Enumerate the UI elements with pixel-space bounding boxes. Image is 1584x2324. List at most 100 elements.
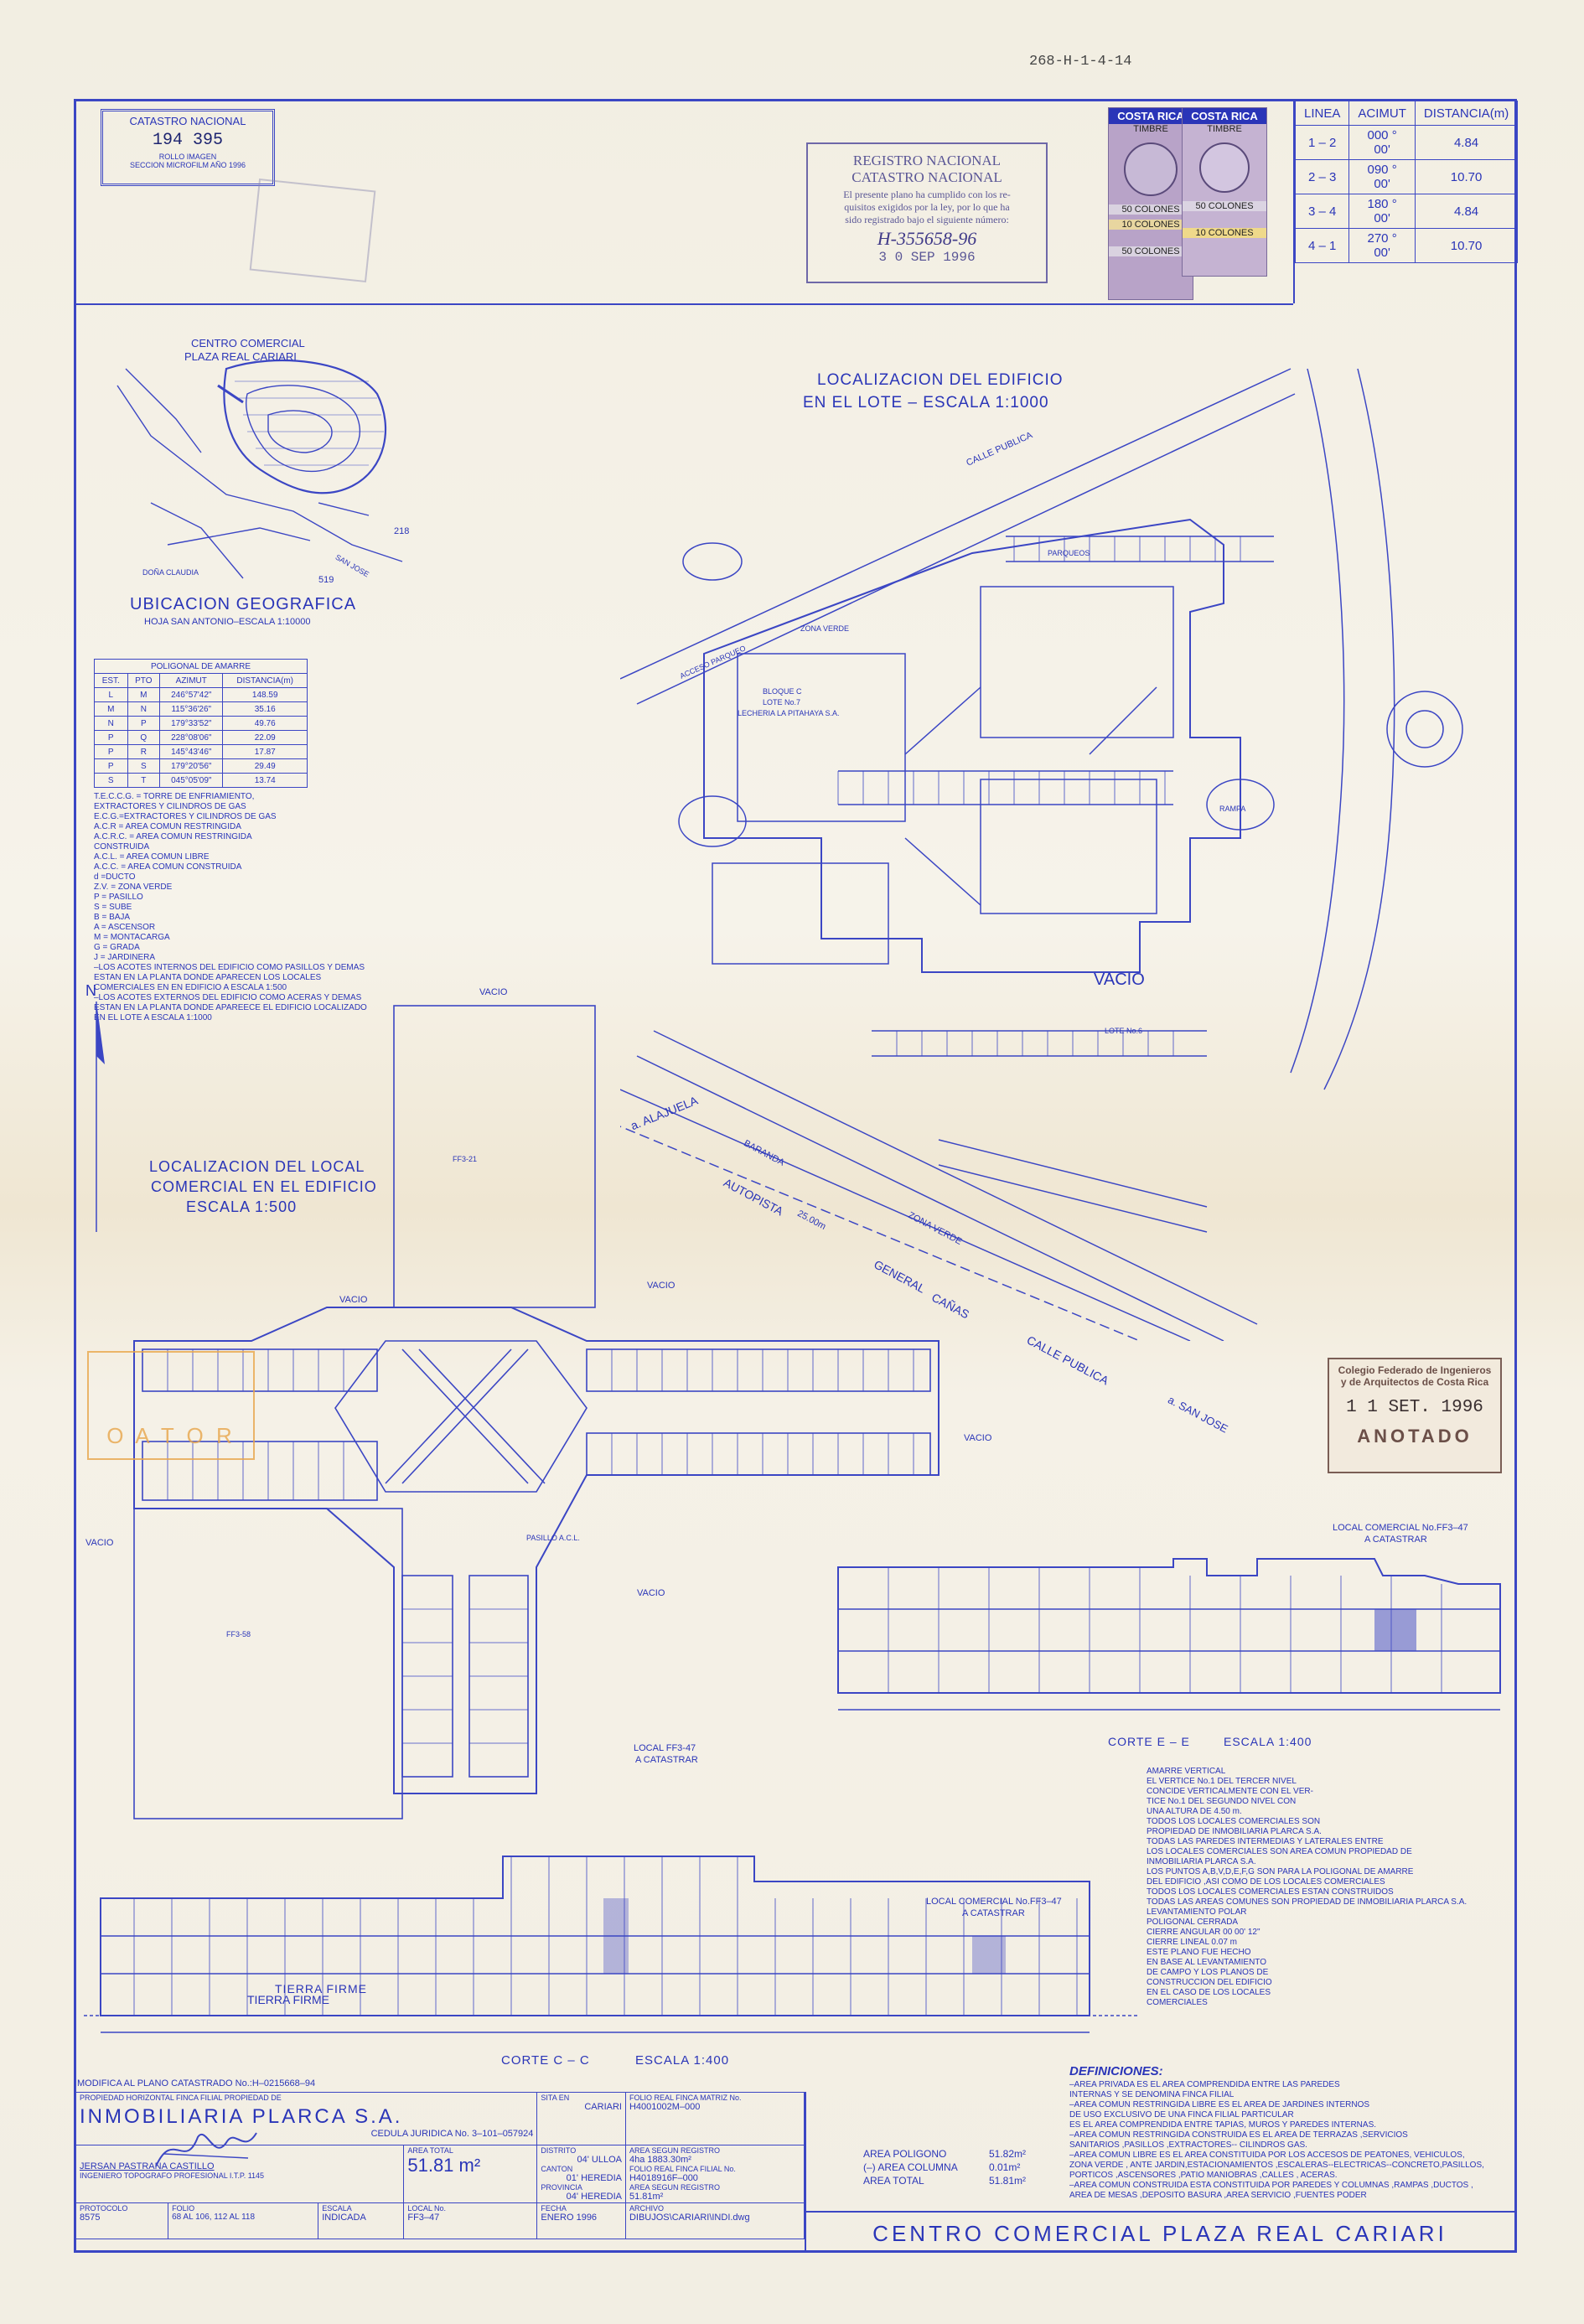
corte-cc-caption: CORTE C – C bbox=[501, 2053, 590, 2068]
corte-ee-caption: CORTE E – E bbox=[1108, 1735, 1190, 1748]
location-map-title2: PLAZA REAL CARIARI bbox=[184, 350, 297, 363]
bearings-cell: 3 – 4 bbox=[1294, 194, 1350, 229]
poligonal-cell: 35.16 bbox=[222, 701, 308, 717]
plan500-tierra: TIERRA FIRME bbox=[247, 1993, 330, 2006]
legend-note: ESTAN EN LA PLANTA DONDE APARECEN LOS LO… bbox=[94, 973, 322, 982]
location-label-218: 218 bbox=[394, 526, 410, 536]
registro-line2: CATASTRO NACIONAL bbox=[852, 169, 1002, 185]
plan500-vacio-6: VACIO bbox=[637, 1588, 665, 1598]
legend-note: EN EL LOTE A ESCALA 1:1000 bbox=[94, 1013, 212, 1022]
location-caption: UBICACION GEOGRAFICA bbox=[130, 595, 357, 613]
poligonal-cell: L bbox=[94, 687, 128, 702]
site-plan-1000 bbox=[620, 368, 1463, 1341]
corte-cc-scale: ESCALA 1:400 bbox=[635, 2053, 730, 2068]
poligonal-cell: 148.59 bbox=[222, 687, 308, 702]
definicion-line: –AREA PRIVADA ES EL AREA COMPRENDIDA ENT… bbox=[1069, 2080, 1340, 2089]
definicion-line: SANITARIOS ,PASILLOS ,EXTRACTORES-- CILI… bbox=[1069, 2140, 1307, 2150]
definicion-line: AREA DE MESAS ,DEPOSITO BASURA ,AREA SER… bbox=[1069, 2191, 1367, 2200]
area-label: AREA TOTAL bbox=[863, 2175, 924, 2187]
top-strip-divider bbox=[1293, 99, 1295, 303]
poligonal-cell: S bbox=[94, 773, 128, 788]
bearings-cell: 10.70 bbox=[1414, 159, 1519, 194]
right-note: CONSTRUCCION DEL EDIFICIO bbox=[1147, 1978, 1272, 1987]
timbre-value-a: 50 COLONES bbox=[1109, 204, 1193, 215]
bearings-header: ACIMUT bbox=[1348, 101, 1416, 126]
legend-note: EXTRACTORES Y CILINDROS DE GAS bbox=[94, 802, 246, 811]
corte-ee-note1: LOCAL COMERCIAL No.FF3–47 bbox=[1333, 1523, 1468, 1533]
legend-note: COMERCIALES EN EN EDIFICIO A ESCALA 1:50… bbox=[94, 983, 287, 992]
poligonal-cell: 29.49 bbox=[222, 758, 308, 774]
legend-note: ESTAN EN LA PLANTA DONDE APAREECE EL EDI… bbox=[94, 1003, 367, 1012]
catastro-line2: SECCION MICROFILM AÑO 1996 bbox=[129, 161, 246, 169]
location-map bbox=[116, 359, 403, 579]
legend-note: A.C.C. = AREA COMUN CONSTRUIDA bbox=[94, 862, 242, 872]
catastro-line1: ROLLO IMAGEN bbox=[158, 153, 217, 161]
definicion-line: –AREA COMUN RESTRINGIDA LIBRE ES EL AREA… bbox=[1069, 2100, 1370, 2109]
poligonal-header: PTO bbox=[127, 673, 161, 688]
poligonal-cell: N bbox=[94, 716, 128, 731]
plan500-vacio-5: VACIO bbox=[85, 1538, 114, 1548]
right-note: LEVANTAMIENTO POLAR bbox=[1147, 1907, 1247, 1917]
right-note: LOS LOCALES COMERCIALES SON AREA COMUN P… bbox=[1147, 1847, 1412, 1856]
registro-line1: REGISTRO NACIONAL bbox=[852, 153, 1002, 168]
top-strip-line bbox=[74, 303, 1293, 305]
plan500-vacio-top: VACIO bbox=[479, 987, 508, 997]
plan500-catastrar: A CATASTRAR bbox=[635, 1755, 698, 1765]
bearings-cell: 10.70 bbox=[1414, 228, 1519, 263]
poligonal-header: DISTANCIA(m) bbox=[222, 673, 308, 688]
poligonal-cell: Q bbox=[127, 730, 161, 745]
escala-value: INDICADA bbox=[322, 2213, 366, 2223]
right-note: COMERCIALES bbox=[1147, 1998, 1208, 2007]
location-label-519: 519 bbox=[318, 575, 334, 585]
bearings-cell: 4 – 1 bbox=[1294, 228, 1350, 263]
poligonal-cell: 17.87 bbox=[222, 744, 308, 759]
poligonal-header: AZIMUT bbox=[159, 673, 224, 688]
plan500-vacio-3: VACIO bbox=[647, 1281, 676, 1291]
provincia-value: 04' HEREDIA bbox=[566, 2192, 622, 2202]
timbre-value-b: 10 COLONES bbox=[1109, 220, 1193, 230]
plan500-title3: ESCALA 1:500 bbox=[186, 1198, 298, 1215]
corte-cc-note1: LOCAL COMERCIAL No.FF3–47 bbox=[926, 1897, 1062, 1907]
location-label-claudia: DOÑA CLAUDIA bbox=[142, 568, 199, 577]
fecha-label: FECHA bbox=[541, 2204, 567, 2213]
right-note: UNA ALTURA DE 4.50 m. bbox=[1147, 1807, 1242, 1816]
signature-icon bbox=[155, 2132, 257, 2167]
right-note: LOS PUNTOS A,B,V,D,E,F,G SON PARA LA POL… bbox=[1147, 1867, 1414, 1876]
poligonal-cell: 145°43'46" bbox=[159, 744, 224, 759]
legend-note: A.C.L. = AREA COMUN LIBRE bbox=[94, 852, 210, 862]
legend-notes: T.E.C.C.G. = TORRE DE ENFRIAMIENTO,EXTRA… bbox=[94, 792, 367, 1023]
provincia-label: PROVINCIA bbox=[541, 2183, 582, 2192]
propiedad-label: PROPIEDAD HORIZONTAL FINCA FILIAL PROPIE… bbox=[80, 2094, 282, 2102]
plan500-ff358: FF3-58 bbox=[226, 1630, 251, 1638]
definicion-line: INTERNAS Y SE DENOMINA FINCA FILIAL bbox=[1069, 2090, 1235, 2099]
legend-note: S = SUBE bbox=[94, 903, 132, 912]
timbre-value-c: 50 COLONES bbox=[1109, 246, 1193, 256]
corte-ee-note2: A CATASTRAR bbox=[1364, 1535, 1427, 1545]
area-registro2-label: AREA SEGUN REGISTRO bbox=[629, 2183, 720, 2192]
poligonal-cell: R bbox=[127, 744, 161, 759]
poligonal-cell: 246°57'42" bbox=[159, 687, 224, 702]
canton-value: 01' HEREDIA bbox=[566, 2173, 622, 2183]
registro-line3: El presente plano ha cumplido con los re… bbox=[843, 189, 1011, 200]
timbre-word: TIMBRE bbox=[1133, 124, 1168, 134]
poligonal-cell: 13.74 bbox=[222, 773, 308, 788]
fecha-value: ENERO 1996 bbox=[541, 2213, 598, 2223]
bearings-cell: 4.84 bbox=[1414, 125, 1519, 160]
registro-number: H-355658-96 bbox=[877, 228, 977, 249]
folio-filial-value: H4018916F–000 bbox=[629, 2173, 698, 2183]
catastro-box: CATASTRO NACIONAL 194 395 ROLLO IMAGEN S… bbox=[101, 109, 275, 186]
location-subcaption: HOJA SAN ANTONIO–ESCALA 1:10000 bbox=[144, 617, 311, 627]
poligonal-title: POLIGONAL DE AMARRE bbox=[94, 659, 308, 674]
protocolo-label: PROTOCOLO bbox=[80, 2204, 128, 2213]
colegio-word: ANOTADO bbox=[1357, 1426, 1473, 1447]
bearings-cell: 2 – 3 bbox=[1294, 159, 1350, 194]
legend-note: A.C.R = AREA COMUN RESTRINGIDA bbox=[94, 822, 241, 831]
bearings-header: DISTANCIA(m) bbox=[1414, 101, 1519, 126]
right-note: DEL EDIFICIO ,ASI COMO DE LOS LOCALES CO… bbox=[1147, 1877, 1385, 1887]
